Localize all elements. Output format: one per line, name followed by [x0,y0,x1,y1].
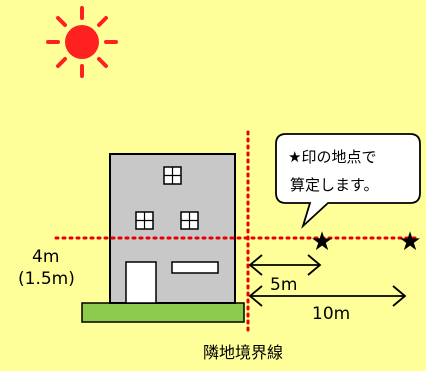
distance-label-5m: 5m [270,275,297,295]
distance-arrow-10m [248,285,407,307]
window-top [163,166,182,185]
callout-text-line2: 算定します。 [290,176,379,194]
window-wide [171,261,219,274]
building [109,153,236,304]
boundary-label: 隣地境界線 [203,343,283,362]
distance-label-10m: 10m [312,304,350,324]
star-near: ★ [310,227,333,257]
callout-text-line1: ★印の地点で [288,148,376,166]
star-far: ★ [398,227,421,257]
window-middle-left [135,211,154,230]
height-label-paren: (1.5m) [18,269,75,289]
window-middle-right [180,211,199,230]
door [125,261,157,304]
height-label: 4m [32,247,59,267]
callout-bubble [275,133,421,229]
distance-arrow-5m [248,254,322,276]
sun-icon [46,6,118,78]
ground [81,302,245,323]
